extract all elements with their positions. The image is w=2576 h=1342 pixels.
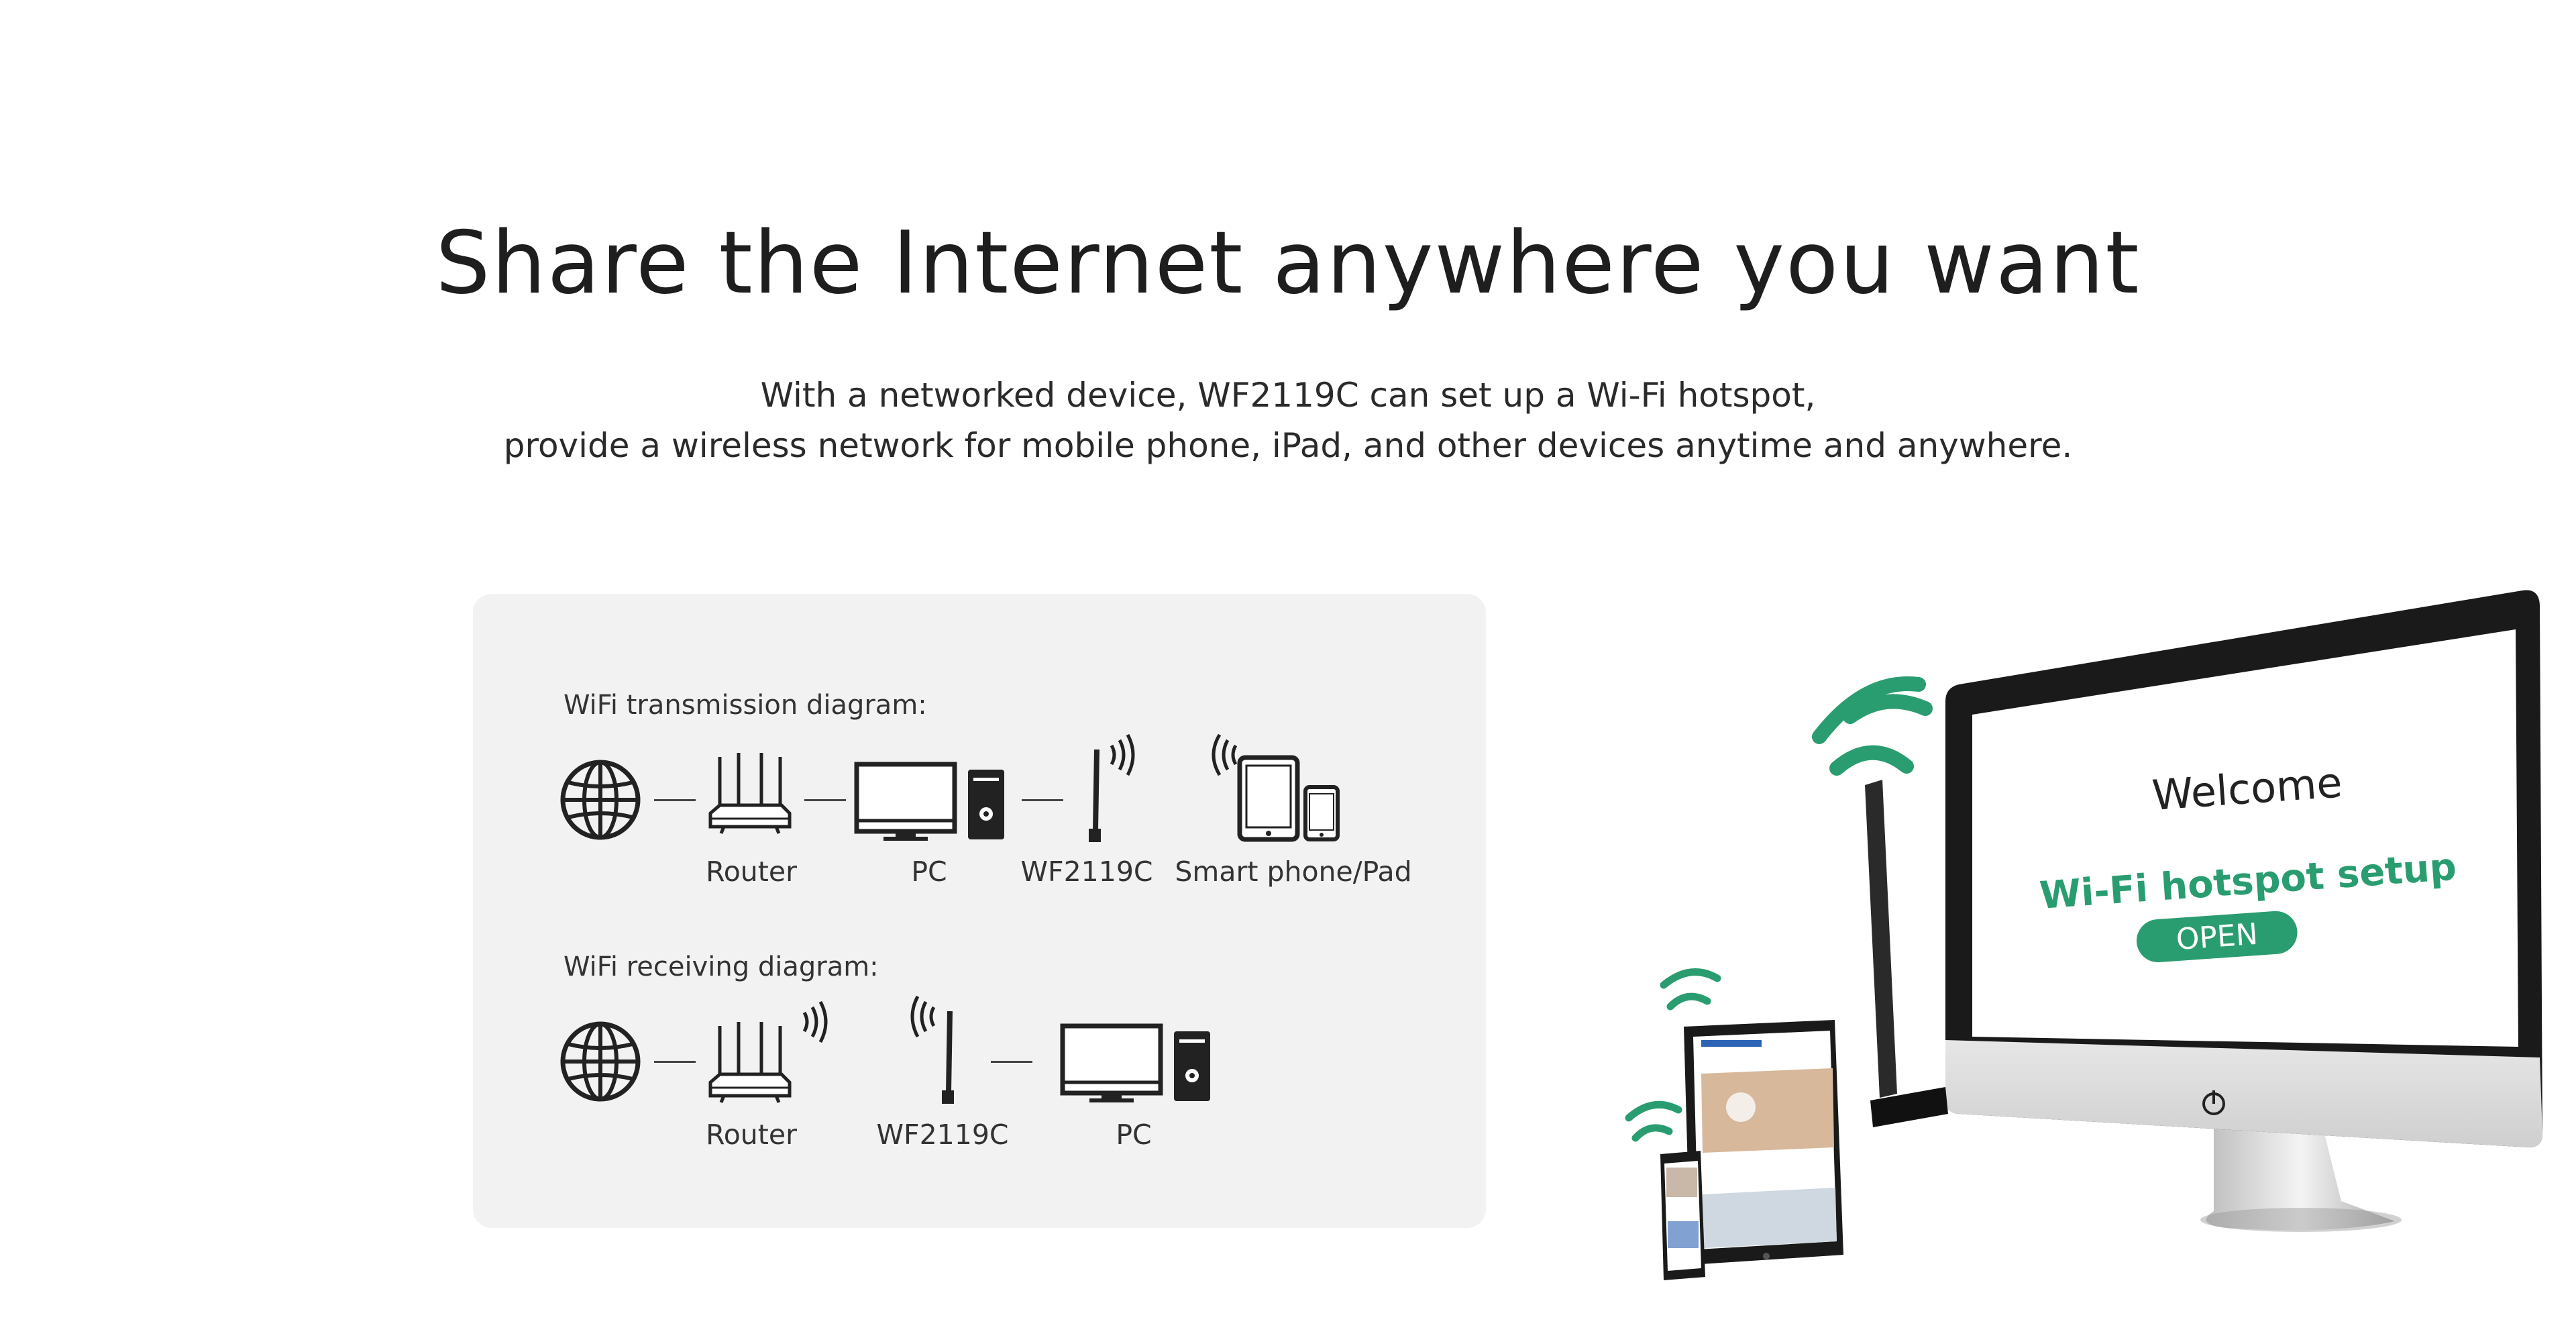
connector-line bbox=[804, 799, 846, 801]
subtitle-line-1: With a networked device, WF2119C can set… bbox=[760, 376, 1816, 415]
connector-line bbox=[654, 799, 696, 801]
product-scene: Welcome Wi-Fi hotspot setup OPEN bbox=[1625, 590, 2542, 1280]
transmission-wf2119c-label: WF2119C bbox=[1020, 856, 1153, 888]
globe-icon bbox=[560, 760, 641, 840]
wifi-signal-icon bbox=[1660, 968, 1721, 1011]
connector-line bbox=[991, 1061, 1032, 1063]
open-button-label: OPEN bbox=[2175, 917, 2259, 957]
pc-icon bbox=[1060, 1023, 1210, 1102]
pc-icon bbox=[854, 762, 1004, 841]
transmission-smartphone-label: Smart phone/Pad bbox=[1175, 856, 1412, 888]
usb-adapter-icon bbox=[1089, 733, 1135, 842]
transmission-heading: WiFi transmission diagram: bbox=[564, 690, 927, 721]
router-icon bbox=[708, 1000, 828, 1103]
router-icon bbox=[708, 753, 792, 834]
monitor: Welcome Wi-Fi hotspot setup OPEN bbox=[1945, 590, 2542, 1147]
wifi-signal-icon bbox=[1812, 676, 1933, 776]
connector-line bbox=[1022, 799, 1063, 801]
usb-adapter-icon bbox=[910, 995, 954, 1104]
globe-icon bbox=[560, 1021, 641, 1102]
smartphone-product bbox=[1625, 1100, 1705, 1280]
diagram-card: WiFi transmission diagram: Router PC bbox=[473, 594, 1486, 1228]
monitor-open-button[interactable]: OPEN bbox=[2135, 910, 2299, 964]
wifi-signal-icon bbox=[1625, 1100, 1682, 1142]
monitor-stand bbox=[2200, 1121, 2402, 1232]
transmission-pc-label: PC bbox=[911, 856, 947, 888]
receiving-pc-label: PC bbox=[1116, 1119, 1152, 1151]
receiving-wf2119c-label: WF2119C bbox=[876, 1119, 1009, 1151]
receiving-heading: WiFi receiving diagram: bbox=[564, 951, 879, 982]
usb-adapter-product bbox=[1812, 676, 1948, 1127]
power-icon[interactable] bbox=[2202, 1090, 2225, 1115]
smartphone-tablet-icon bbox=[1212, 733, 1340, 842]
page-title: Share the Internet anywhere you want bbox=[435, 213, 2141, 313]
subtitle-line-2: provide a wireless network for mobile ph… bbox=[503, 426, 2073, 465]
receiving-router-label: Router bbox=[706, 1119, 797, 1151]
transmission-router-label: Router bbox=[706, 856, 797, 888]
tablet-product bbox=[1660, 968, 1843, 1265]
connector-line bbox=[654, 1061, 696, 1063]
